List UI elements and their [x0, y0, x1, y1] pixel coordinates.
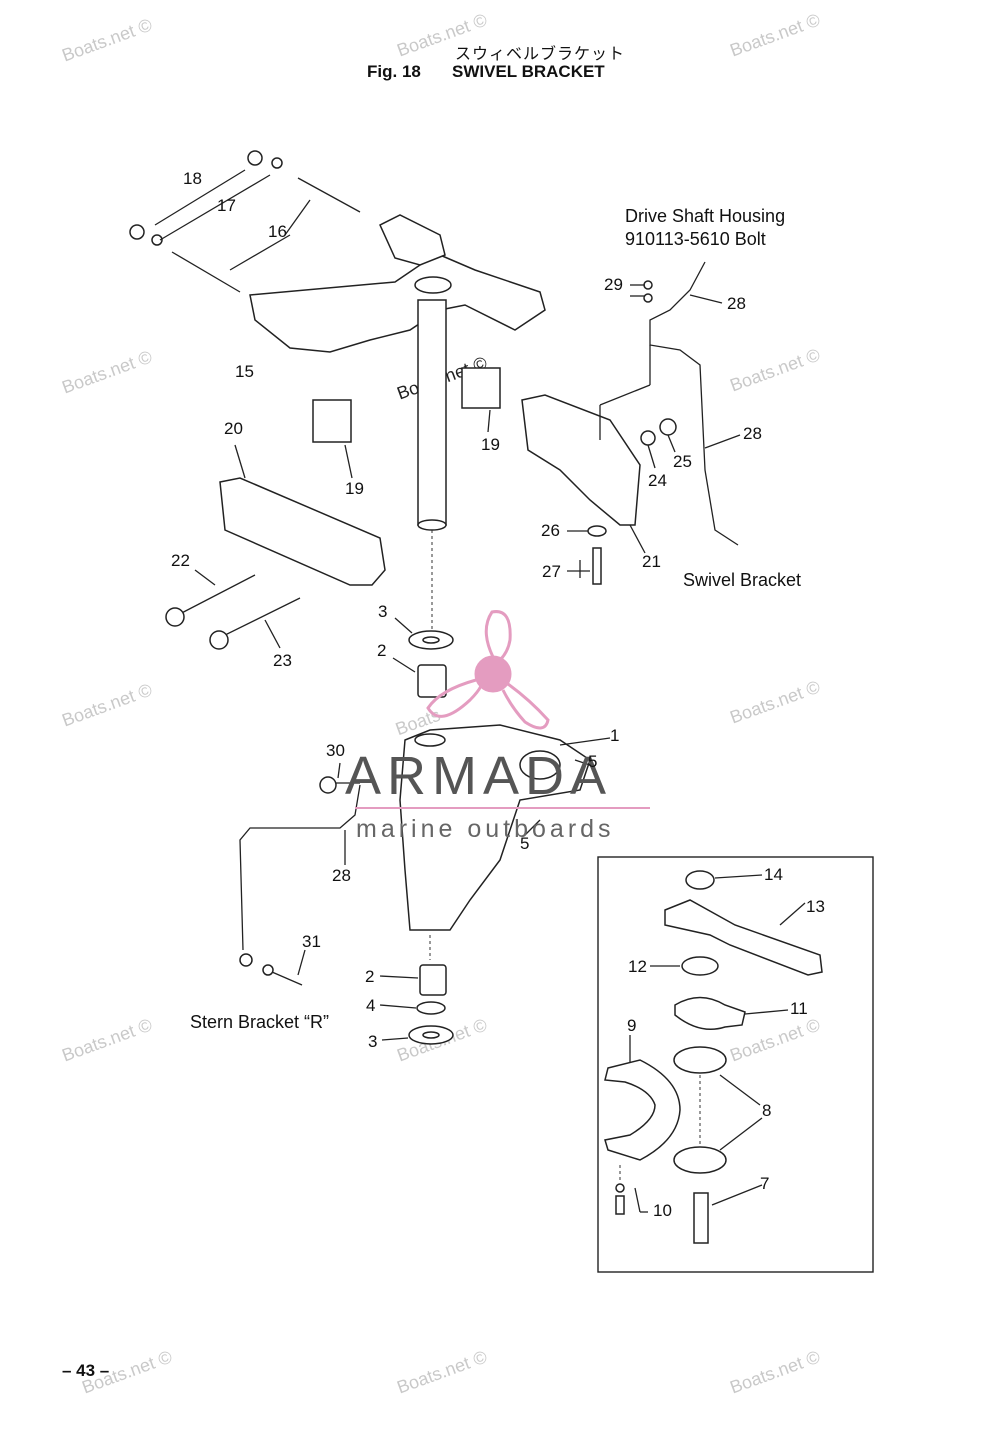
armada-propeller-logo	[426, 610, 550, 730]
callout-3: 3	[368, 1032, 378, 1051]
armada-tagline: marine outboards	[356, 815, 615, 843]
callout-11: 11	[790, 999, 808, 1018]
callout-23: 23	[273, 651, 292, 670]
callout-28: 28	[743, 424, 762, 443]
callout-17: 17	[217, 196, 236, 215]
part-15-bracket	[249, 254, 546, 353]
callout-15: 15	[235, 362, 254, 381]
callout-18: 18	[183, 169, 202, 188]
callout-21: 21	[642, 552, 661, 571]
callout-1: 1	[610, 726, 620, 745]
callout-19: 19	[345, 479, 364, 498]
callout-25: 25	[673, 452, 692, 471]
caption-stern-bracket: Stern Bracket “R”	[190, 1012, 330, 1032]
callout-29: 29	[604, 275, 623, 294]
callout-22: 22	[171, 551, 190, 570]
callout-9: 9	[627, 1016, 637, 1035]
callout-3: 3	[378, 602, 388, 621]
caption-bolt-number: 910113-5610 Bolt	[625, 229, 766, 249]
callout-2: 2	[365, 967, 375, 986]
callout-4: 4	[366, 996, 376, 1015]
callout-14: 14	[764, 865, 783, 884]
callout-31: 31	[302, 932, 321, 951]
part-20-plate	[219, 477, 386, 586]
callout-19: 19	[481, 435, 500, 454]
callout-28: 28	[727, 294, 746, 313]
callout-28: 28	[332, 866, 351, 885]
callout-20: 20	[224, 419, 243, 438]
callout-12: 12	[628, 957, 647, 976]
callout-5: 5	[588, 752, 598, 771]
part-9-bracket	[604, 1059, 681, 1161]
callout-26: 26	[541, 521, 560, 540]
japanese-title: スウィベルブラケット	[455, 44, 626, 63]
callout-27: 27	[542, 562, 561, 581]
page-number: – 43 –	[62, 1361, 110, 1380]
callout-24: 24	[648, 471, 667, 490]
part-21-bracket	[521, 394, 641, 526]
callout-7: 7	[760, 1174, 770, 1193]
part-15-arm	[379, 214, 446, 266]
caption-drive-shaft-housing: Drive Shaft Housing	[625, 206, 786, 226]
figure-label: Fig. 18	[367, 62, 421, 81]
callout-13: 13	[806, 897, 825, 916]
callout-2: 2	[377, 641, 387, 660]
callout-10: 10	[653, 1201, 672, 1220]
page-title: SWIVEL BRACKET	[452, 62, 605, 81]
callout-5: 5	[520, 834, 530, 853]
part-13-handle	[664, 899, 823, 976]
inset-box	[597, 856, 874, 1273]
caption-swivel-bracket: Swivel Bracket	[683, 570, 802, 590]
callout-30: 30	[326, 741, 345, 760]
callout-16: 16	[268, 222, 287, 241]
part-11-plate	[674, 996, 746, 1030]
armada-logo-text: ARMADA	[345, 746, 613, 806]
callout-8: 8	[762, 1101, 772, 1120]
